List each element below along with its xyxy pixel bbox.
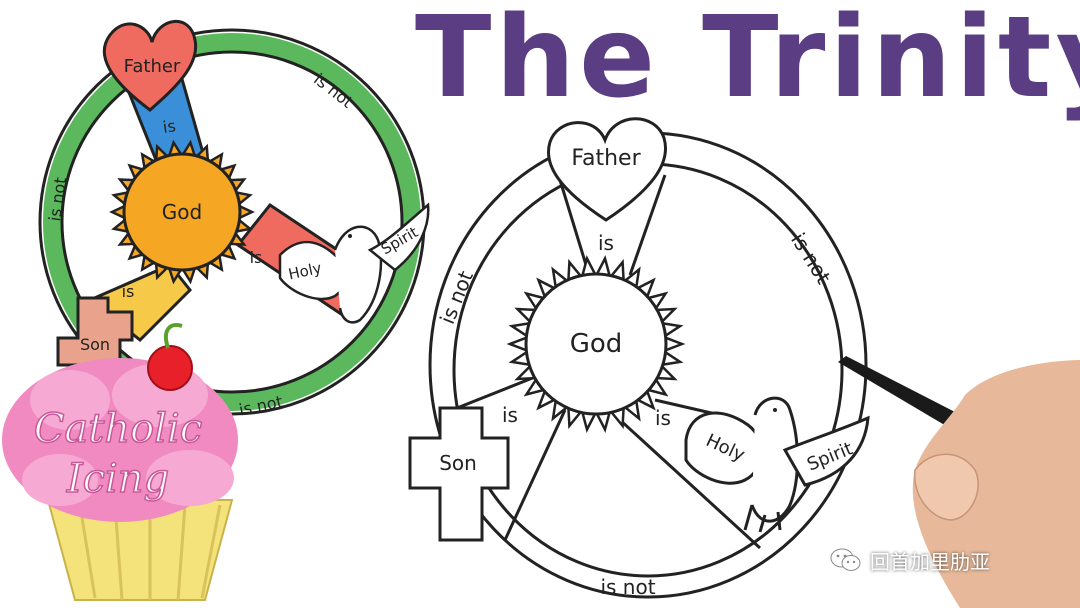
hand-shape [912, 360, 1080, 608]
son-cross-icon [56, 296, 134, 367]
left-father-label: Father [124, 56, 181, 77]
main-is-right: is [655, 406, 671, 430]
main-is-top: is [598, 231, 614, 255]
main-dove-icon [684, 396, 870, 533]
logo-line1: Catholic [34, 406, 202, 452]
left-is-father: is [162, 116, 177, 137]
colored-trinity-diagram: Father God is is is is not is not is not… [38, 20, 430, 419]
logo-line2: Icing [66, 456, 169, 502]
catholic-icing-logo: Catholic Icing [2, 323, 238, 601]
main-son-label: Son [439, 451, 477, 475]
main-father-band-right [628, 174, 667, 276]
main-father-label: Father [571, 146, 641, 171]
left-is-son: is [122, 282, 135, 301]
left-son-label: Son [80, 335, 110, 354]
main-heart-icon [547, 117, 667, 222]
ring-inner-line [60, 50, 404, 394]
main-is-not-left: is not [435, 267, 478, 327]
watermark: 回首加里肋亚 [830, 542, 1060, 578]
main-god-label: God [570, 329, 623, 359]
line-art-trinity-diagram [408, 117, 870, 599]
left-is-spirit: is [250, 248, 263, 267]
left-sun-icon [109, 139, 255, 285]
left-god-label: God [162, 200, 202, 224]
watermark-text: 回首加里肋亚 [870, 549, 990, 574]
main-spirit-band-bottom [618, 418, 762, 550]
cherry-icon [147, 345, 193, 391]
drawing-hand-icon [838, 356, 1080, 608]
left-dove-icon [278, 202, 430, 324]
wechat-icon [830, 548, 861, 571]
main-is-left: is [502, 403, 518, 427]
page-title: The Trinity [415, 0, 1080, 123]
main-son-band-bottom [503, 409, 567, 541]
main-sun-icon [524, 272, 668, 416]
main-cross-icon [408, 406, 510, 542]
father-heart-icon [102, 20, 198, 112]
main-son-band-top [451, 373, 541, 412]
main-is-not-bottom: is not [600, 575, 655, 599]
main-is-not-right: is not [786, 229, 836, 289]
